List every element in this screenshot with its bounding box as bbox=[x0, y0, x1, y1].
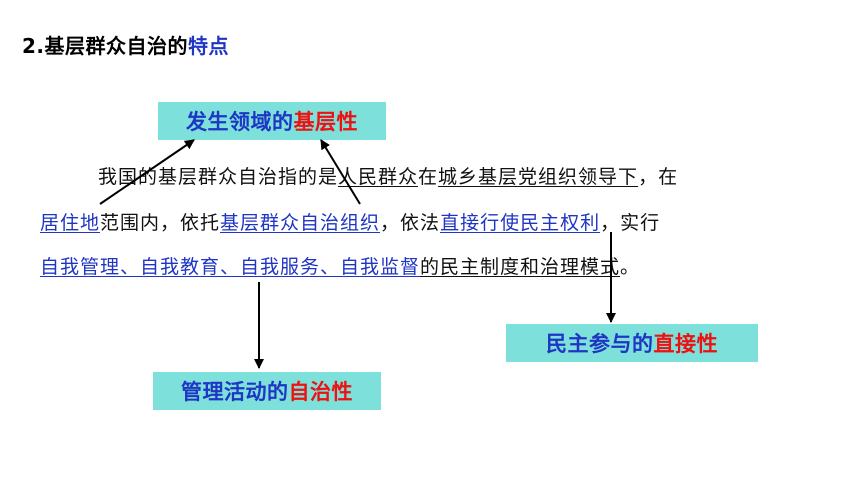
tag-autonomy-keyword: 自治性 bbox=[288, 380, 353, 404]
tag-basic-prefix: 发生领域的 bbox=[186, 110, 294, 134]
tag-autonomy: 管理活动的自治性 bbox=[153, 372, 381, 410]
text-segment: 。 bbox=[620, 256, 641, 278]
underlined-democratic-system: 的民主制度和治理模式 bbox=[420, 256, 621, 278]
title-highlight: 特点 bbox=[188, 34, 230, 58]
tag-direct-keyword: 直接性 bbox=[653, 332, 718, 356]
paragraph-line-3: 自我管理、自我教育、自我服务、自我监督的民主制度和治理模式。 bbox=[40, 252, 640, 279]
title-prefix: 2.基层群众自治的 bbox=[22, 34, 189, 58]
underlined-residence: 居住地 bbox=[40, 212, 101, 234]
tag-direct-prefix: 民主参与的 bbox=[546, 332, 654, 356]
underlined-party-leadership: 城乡基层党组织领导下 bbox=[438, 166, 639, 188]
text-segment: 在 bbox=[418, 166, 439, 188]
tag-directness: 民主参与的直接性 bbox=[506, 324, 758, 362]
tag-autonomy-prefix: 管理活动的 bbox=[181, 380, 289, 404]
underlined-autonomy-org: 基层群众自治组织 bbox=[220, 212, 381, 234]
underlined-people: 人民群众 bbox=[338, 166, 419, 188]
paragraph-line-1: 我国的基层群众自治指的是人民群众在城乡基层党组织领导下，在 bbox=[98, 162, 678, 189]
page-title: 2.基层群众自治的特点 bbox=[22, 30, 229, 59]
text-segment: 范围内，依托 bbox=[100, 212, 221, 234]
text-segment: 我国的基层群众自治指的是 bbox=[98, 166, 339, 188]
paragraph-line-2: 居住地范围内，依托基层群众自治组织，依法直接行使民主权利，实行 bbox=[40, 208, 660, 235]
underlined-direct-rights: 直接行使民主权利 bbox=[440, 212, 601, 234]
tag-basic-level: 发生领域的基层性 bbox=[158, 102, 386, 140]
tag-basic-keyword: 基层性 bbox=[293, 110, 358, 134]
text-segment: ，依法 bbox=[380, 212, 441, 234]
text-segment: ，在 bbox=[638, 166, 679, 188]
underlined-self-governance: 自我管理、自我教育、自我服务、自我监督 bbox=[40, 256, 421, 278]
text-segment: ，实行 bbox=[600, 212, 661, 234]
